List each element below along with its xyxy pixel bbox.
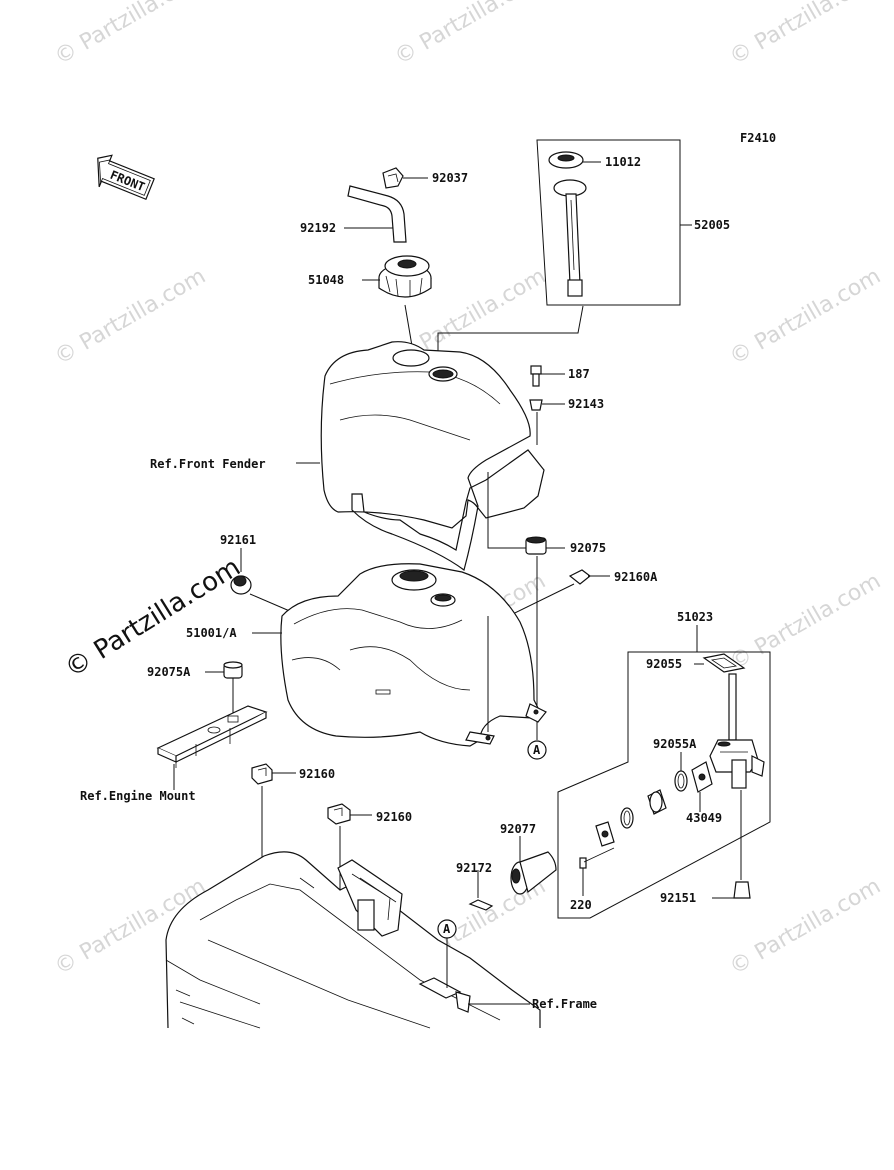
collar-92143 bbox=[529, 399, 543, 411]
part-label-51001A: 51001/A bbox=[186, 626, 237, 640]
pad-92160a bbox=[568, 569, 591, 585]
damper-92075 bbox=[525, 536, 547, 555]
callout-a-upper bbox=[527, 740, 547, 760]
engine-mount-bracket bbox=[156, 705, 268, 768]
watermark: © Partzilla.com bbox=[726, 264, 886, 371]
ref-frame: Ref.Frame bbox=[532, 997, 597, 1011]
bolt-187 bbox=[530, 365, 542, 387]
part-label-92160-left: 92160 bbox=[299, 767, 335, 781]
part-label-11012: 11012 bbox=[605, 155, 641, 169]
part-label-92160A: 92160A bbox=[614, 570, 658, 584]
part-label-92077: 92077 bbox=[500, 822, 536, 836]
part-label-92037: 92037 bbox=[432, 171, 468, 185]
watermark: © Partzilla.com bbox=[391, 0, 551, 70]
part-label-92075: 92075 bbox=[570, 541, 606, 555]
ref-engine-mount: Ref.Engine Mount bbox=[80, 789, 196, 803]
part-label-43049: 43049 bbox=[686, 811, 722, 825]
part-label-51023: 51023 bbox=[677, 610, 713, 624]
part-label-92143: 92143 bbox=[568, 397, 604, 411]
fuel-cap-51048 bbox=[378, 255, 432, 298]
part-label-92075A: 92075A bbox=[147, 665, 191, 679]
part-label-92172: 92172 bbox=[456, 861, 492, 875]
frame bbox=[165, 851, 541, 1029]
damper-92075a bbox=[223, 661, 243, 679]
clip-92037 bbox=[382, 167, 404, 189]
screw-92172 bbox=[468, 899, 494, 911]
part-label-92055A: 92055A bbox=[653, 737, 697, 751]
clip-92160-left bbox=[251, 763, 273, 785]
fuel-tank-51001a bbox=[280, 563, 547, 747]
part-label-92161: 92161 bbox=[220, 533, 256, 547]
part-label-52005: 52005 bbox=[694, 218, 730, 232]
breather-hose-92192 bbox=[347, 185, 407, 243]
fuel-cock-assembly-51023: 51023 92055 92055A 43049 220 bbox=[557, 610, 771, 919]
grommet-92161 bbox=[230, 575, 252, 595]
part-label-51048: 51048 bbox=[308, 273, 344, 287]
part-label-220: 220 bbox=[570, 898, 592, 912]
watermark: © Partzilla.com bbox=[51, 0, 211, 70]
part-label-187: 187 bbox=[568, 367, 590, 381]
lever-92077 bbox=[510, 851, 557, 895]
part-label-92151: 92151 bbox=[660, 891, 696, 905]
front-fender bbox=[320, 341, 545, 572]
front-arrow-icon: FRONT bbox=[97, 154, 155, 201]
callout-a-upper-label: A bbox=[533, 743, 541, 757]
clip-92160-right bbox=[327, 803, 351, 825]
watermark: © Partzilla.com bbox=[51, 264, 211, 371]
watermark: © Partzilla.com bbox=[726, 0, 886, 70]
gauge-assembly-52005: 52005 11012 bbox=[536, 139, 730, 306]
part-label-92160-right: 92160 bbox=[376, 810, 412, 824]
part-label-92055: 92055 bbox=[646, 657, 682, 671]
callout-a-lower-label: A bbox=[443, 922, 451, 936]
ref-front-fender: Ref.Front Fender bbox=[150, 457, 266, 471]
watermark: © Partzilla.com bbox=[726, 569, 886, 676]
diagram-code: F2410 bbox=[740, 131, 776, 145]
part-label-92192: 92192 bbox=[300, 221, 336, 235]
